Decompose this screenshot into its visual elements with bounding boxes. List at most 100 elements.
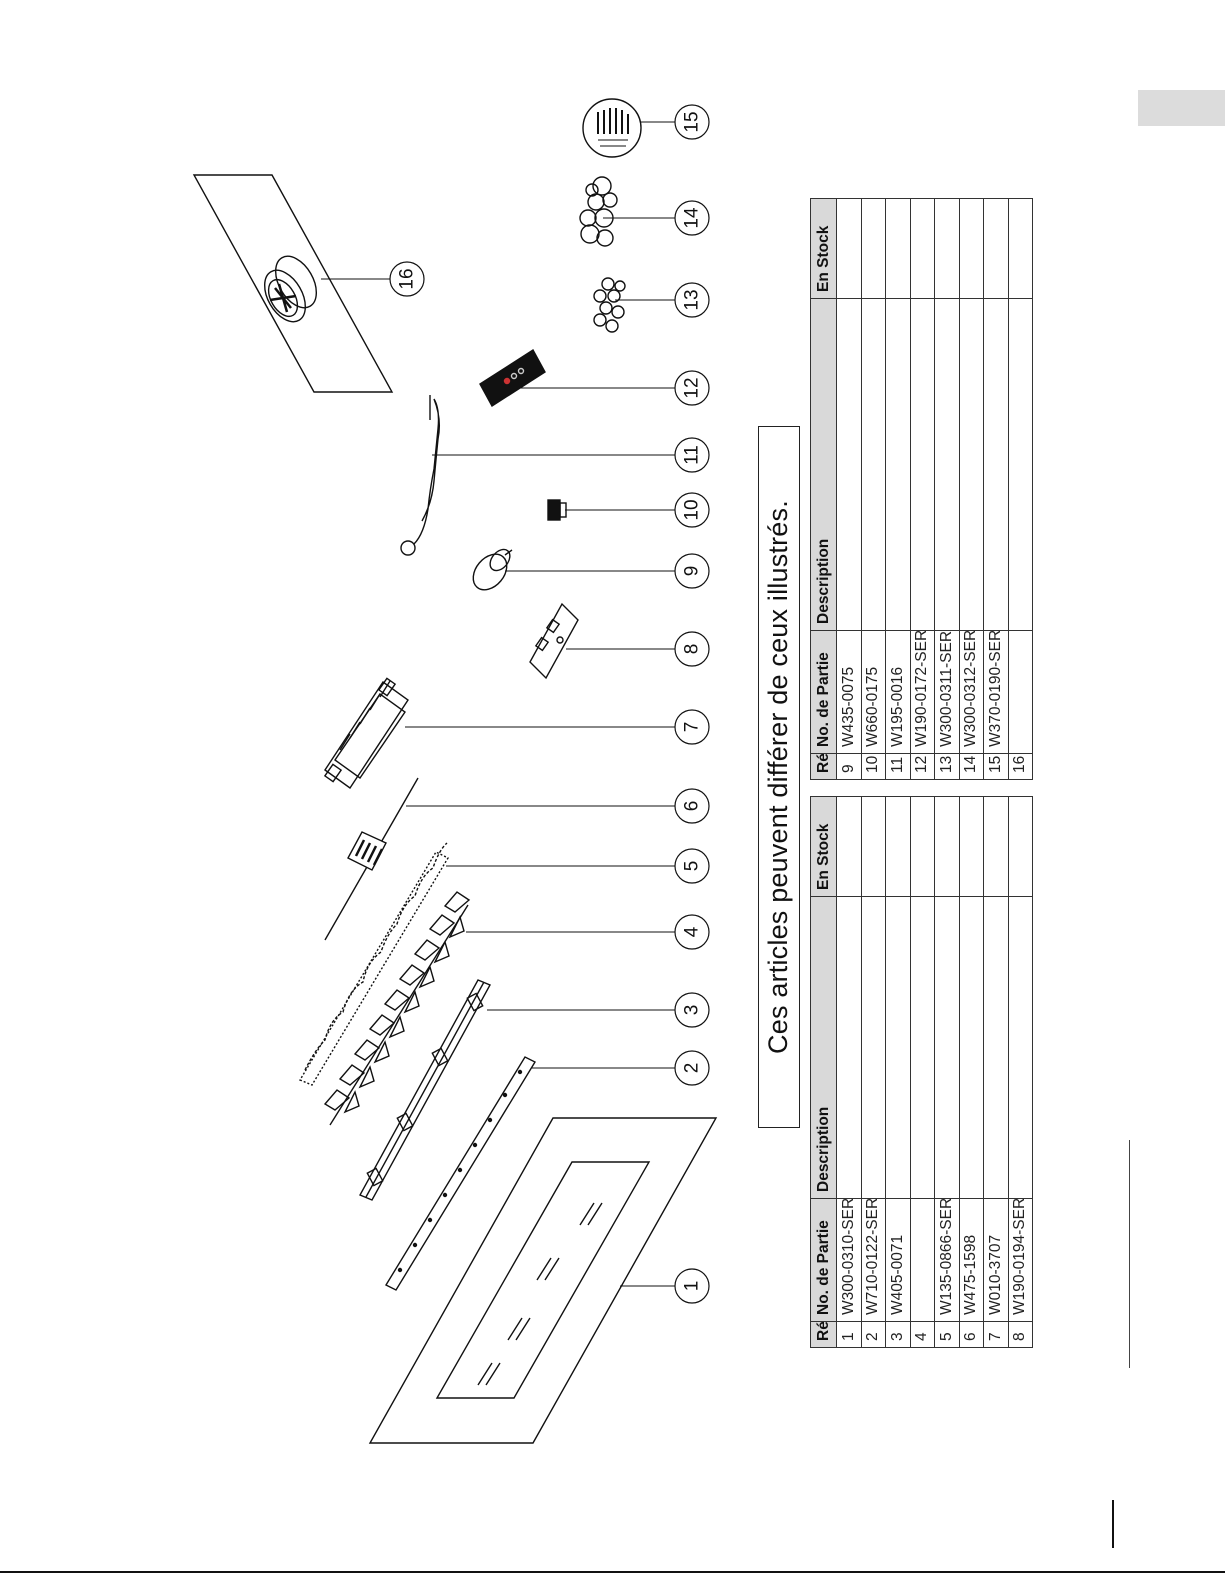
callout-label: 15 bbox=[682, 111, 703, 132]
part-light-strip bbox=[324, 777, 419, 941]
cell-ref: 11 bbox=[885, 753, 910, 780]
cell-in-stock bbox=[861, 198, 886, 299]
cell-description bbox=[885, 896, 910, 1199]
callout-circle bbox=[674, 553, 710, 589]
cell-ref: 14 bbox=[959, 753, 984, 780]
part-mounting-bracket bbox=[385, 1056, 536, 1291]
callout-circle bbox=[674, 282, 710, 318]
callout-16: 16 bbox=[389, 261, 425, 297]
col-header-in-stock: En Stock bbox=[810, 796, 837, 897]
cell-in-stock bbox=[934, 198, 959, 299]
cell-description bbox=[959, 298, 984, 631]
cell-ref: 8 bbox=[1008, 1321, 1033, 1348]
cell-part-no bbox=[1008, 630, 1033, 754]
callout-circle bbox=[674, 788, 710, 824]
cell-description bbox=[1008, 896, 1033, 1199]
col-header-in-stock: En Stock bbox=[810, 198, 837, 299]
cell-part-no: W300-0310-SER bbox=[836, 1198, 861, 1322]
cell-in-stock bbox=[885, 796, 910, 897]
cell-part-no: W660-0175 bbox=[861, 630, 886, 754]
table-row: 4 bbox=[910, 796, 935, 1348]
cell-in-stock bbox=[885, 198, 910, 299]
callout-circle bbox=[674, 370, 710, 406]
cell-ref: 7 bbox=[983, 1321, 1008, 1348]
cell-part-no: W370-0190-SER bbox=[983, 630, 1008, 754]
callout-4: 4 bbox=[674, 914, 710, 950]
callout-8: 8 bbox=[674, 631, 710, 667]
cell-in-stock bbox=[983, 796, 1008, 897]
part-motor bbox=[472, 548, 513, 591]
callout-circle bbox=[674, 848, 710, 884]
cell-in-stock bbox=[959, 198, 984, 299]
cell-in-stock bbox=[959, 796, 984, 897]
cell-in-stock bbox=[983, 198, 1008, 299]
callout-circle bbox=[674, 992, 710, 1028]
part-remote bbox=[479, 349, 546, 407]
callout-label: 5 bbox=[682, 861, 703, 872]
part-large-stones bbox=[579, 176, 618, 247]
callout-label: 14 bbox=[682, 207, 703, 229]
cell-part-no: W195-0016 bbox=[885, 630, 910, 754]
leader-lines bbox=[321, 121, 676, 1287]
callout-10: 10 bbox=[674, 492, 710, 528]
cell-ref: 1 bbox=[836, 1321, 861, 1348]
cell-in-stock bbox=[934, 796, 959, 897]
part-power-cord bbox=[400, 395, 441, 556]
cell-description bbox=[983, 896, 1008, 1199]
part-small-stones bbox=[593, 277, 626, 333]
cell-part-no: W475-1598 bbox=[959, 1198, 984, 1322]
callout-14: 14 bbox=[674, 200, 710, 236]
col-header-part-no: No. de Partie bbox=[810, 630, 837, 754]
callout-label: 6 bbox=[682, 801, 703, 812]
callout-3: 3 bbox=[674, 992, 710, 1028]
cell-ref: 13 bbox=[934, 753, 959, 780]
part-flame-ribbon bbox=[323, 891, 471, 1126]
cell-in-stock bbox=[910, 198, 935, 299]
cell-part-no: W710-0122-SER bbox=[861, 1198, 886, 1322]
cell-part-no: W010-3707 bbox=[983, 1198, 1008, 1322]
part-control-board bbox=[529, 602, 579, 680]
callout-circle bbox=[674, 631, 710, 667]
cell-in-stock bbox=[1008, 796, 1033, 897]
callout-12: 12 bbox=[674, 370, 710, 406]
part-speaker-panel bbox=[192, 174, 394, 393]
callout-label: 12 bbox=[682, 377, 703, 398]
cell-part-no: W190-0172-SER bbox=[910, 630, 935, 754]
callout-15: 15 bbox=[674, 104, 710, 140]
cell-ref: 16 bbox=[1008, 753, 1033, 780]
callout-label: 9 bbox=[682, 566, 703, 577]
col-header-description: Description bbox=[810, 896, 837, 1199]
callout-label: 2 bbox=[682, 1063, 703, 1074]
callout-6: 6 bbox=[674, 788, 710, 824]
col-header-description: Description bbox=[810, 298, 837, 631]
section-tab bbox=[1138, 90, 1225, 126]
cell-description bbox=[983, 298, 1008, 631]
cell-description bbox=[836, 896, 861, 1199]
callout-circle bbox=[674, 200, 710, 236]
callout-label: 10 bbox=[682, 499, 703, 520]
part-hardware-kit bbox=[582, 98, 642, 158]
cell-ref: 10 bbox=[861, 753, 886, 780]
cell-description bbox=[885, 298, 910, 631]
cell-part-no: W300-0311-SER bbox=[934, 630, 959, 754]
callout-label: 3 bbox=[682, 1005, 703, 1016]
cell-in-stock bbox=[861, 796, 886, 897]
cell-description bbox=[861, 896, 886, 1199]
parts-table-left: Réf. No. de Partie Description En Stock … bbox=[810, 796, 1033, 1348]
callout-9: 9 bbox=[674, 553, 710, 589]
cell-ref: 15 bbox=[983, 753, 1008, 780]
cell-in-stock bbox=[836, 198, 861, 299]
callout-label: 7 bbox=[682, 722, 703, 733]
cell-ref: 2 bbox=[861, 1321, 886, 1348]
footer-rule bbox=[0, 1571, 1225, 1573]
callout-label: 4 bbox=[682, 926, 703, 937]
